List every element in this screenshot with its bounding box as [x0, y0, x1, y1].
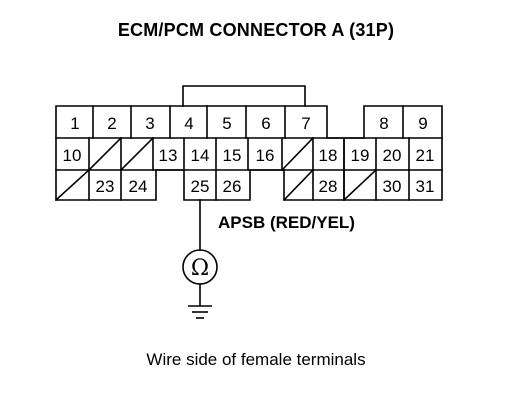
pin-2: 2 [107, 114, 116, 133]
pin-6: 6 [261, 114, 270, 133]
pin-8: 8 [379, 114, 388, 133]
pin-15: 15 [223, 146, 242, 165]
blank-cell-slash-29 [342, 168, 378, 202]
pin-3: 3 [145, 114, 154, 133]
pin-7: 7 [301, 114, 310, 133]
pin-19: 19 [351, 146, 370, 165]
ohm-icon: Ω [191, 256, 209, 281]
pin-10: 10 [63, 146, 82, 165]
pin-9: 9 [418, 114, 427, 133]
pin-30: 30 [383, 177, 402, 196]
pin-21: 21 [416, 146, 435, 165]
blank-cell-slash-27 [282, 168, 315, 202]
ground-icon [188, 305, 212, 319]
row2-cell-dividers [88, 137, 410, 171]
pin-28: 28 [319, 177, 338, 196]
pin-13: 13 [159, 146, 178, 165]
pin-25: 25 [191, 177, 210, 196]
pin-23: 23 [96, 177, 115, 196]
diagram-caption: Wire side of female terminals [146, 350, 366, 369]
blank-cell-slash-22 [54, 168, 91, 202]
pin-1: 1 [70, 114, 79, 133]
pin-24: 24 [129, 177, 148, 196]
pin-20: 20 [383, 146, 402, 165]
blank-cell-slash-11 [87, 136, 123, 172]
pin-31: 31 [416, 177, 435, 196]
pin-4: 4 [184, 114, 193, 133]
pin-16: 16 [256, 146, 275, 165]
blank-cell-slash-17 [280, 136, 315, 172]
pin-18: 18 [319, 146, 338, 165]
row3-cell-dividers [88, 169, 410, 201]
wire-label: APSB (RED/YEL) [218, 213, 355, 232]
connector-lock-tab [182, 85, 306, 107]
row1-cell-dividers [92, 105, 404, 139]
diagram-title: ECM/PCM CONNECTOR A (31P) [117, 20, 395, 40]
pin-14: 14 [191, 146, 210, 165]
pin-5: 5 [222, 114, 231, 133]
blank-cell-slash-12 [119, 136, 155, 172]
pin-26: 26 [223, 177, 242, 196]
